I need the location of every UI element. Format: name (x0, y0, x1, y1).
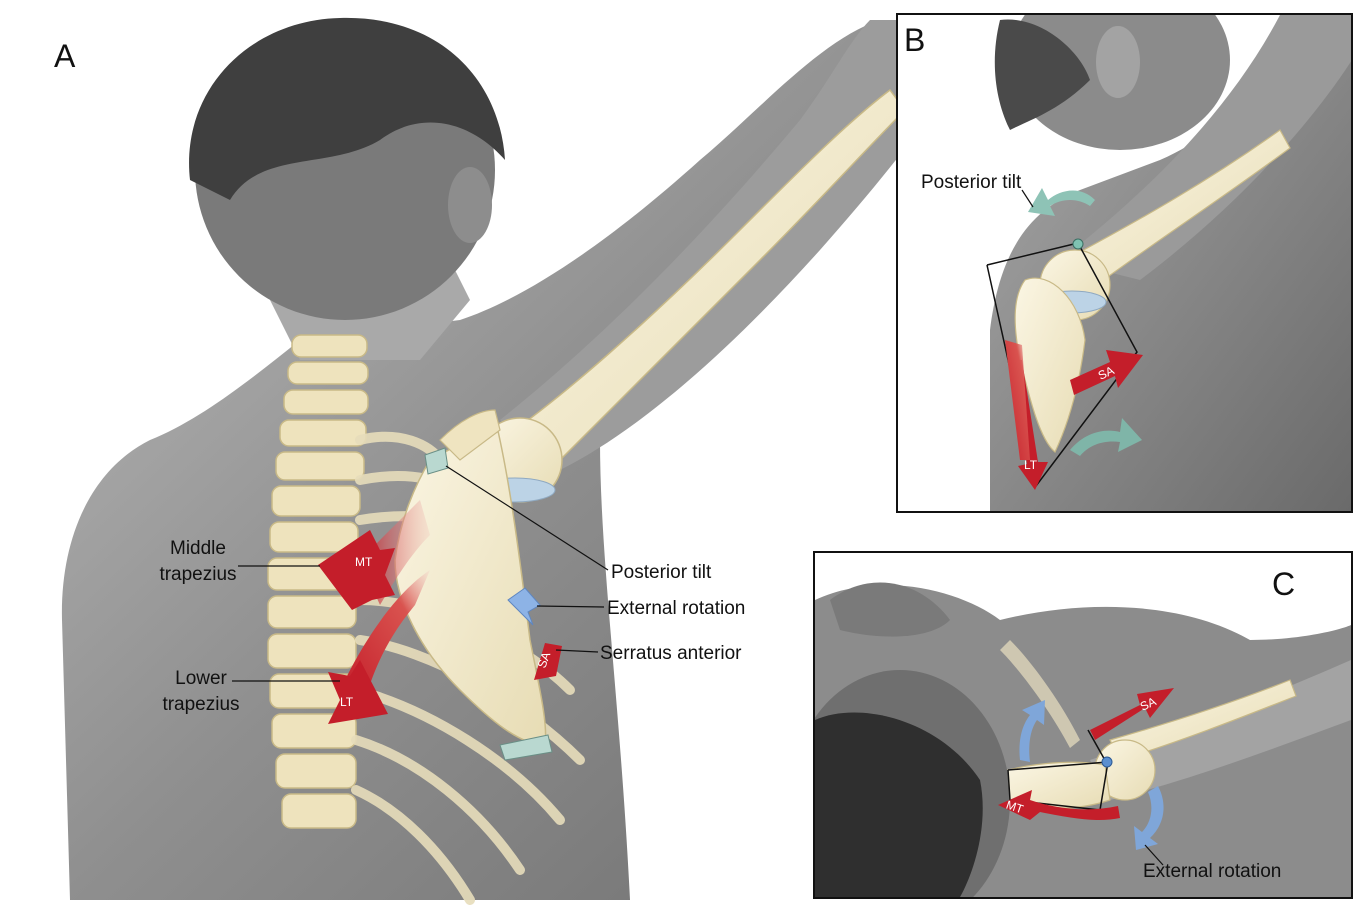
hair-b (994, 19, 1090, 131)
sa-arrow-b (1070, 350, 1143, 395)
panel-b-letter: B (904, 22, 926, 58)
panel-b (896, 13, 1353, 513)
scapula-b (1014, 277, 1086, 453)
humerus-c (1109, 679, 1297, 761)
tag-lt-b: LT (1024, 458, 1038, 472)
lt-shaft-b (1005, 340, 1030, 460)
lower-trapezius-muscle (345, 570, 430, 700)
acromion (439, 409, 501, 461)
mt-arrow (318, 530, 395, 610)
panel-c-letter: C (1272, 566, 1296, 602)
label-c-external-rotation: External rotation (1143, 861, 1282, 882)
tilt-marker-bottom (499, 734, 553, 761)
label-b-posterior-tilt: Posterior tilt (921, 172, 1022, 193)
tilt-arrow-b (1028, 188, 1095, 216)
rotation-arrow-c-top (1019, 700, 1045, 762)
label-middle-trapezius: Middle trapezius (159, 538, 237, 585)
ear-b (1096, 26, 1140, 98)
panel-a (61, 17, 990, 905)
panel-c (813, 551, 1353, 899)
label-lower-trapezius: Lower trapezius (162, 668, 240, 715)
mt-arrow-c (998, 790, 1120, 820)
face-c (830, 582, 950, 637)
pivot-c (1101, 756, 1113, 768)
rotation-arrow-b (1070, 418, 1142, 456)
sa-arrow (534, 643, 562, 680)
arm-b (1060, 15, 1351, 280)
tag-lt: LT (340, 695, 354, 709)
ear (448, 167, 492, 243)
leader-c (1144, 844, 1164, 866)
label-external-rotation: External rotation (607, 598, 746, 619)
external-rotation-arrow (507, 587, 541, 626)
sa-arrow-c (1090, 688, 1174, 740)
label-posterior-tilt: Posterior tilt (611, 562, 712, 583)
lt-arrow (328, 660, 388, 724)
rotation-arrow-c-bottom (1134, 786, 1164, 850)
tilt-marker-top (424, 447, 449, 475)
leader-b (1021, 189, 1034, 208)
label-serratus-anterior: Serratus anterior (600, 643, 742, 664)
frame-c-vert (1087, 729, 1107, 763)
humerus-b (1064, 129, 1291, 291)
leader-lines (232, 465, 609, 682)
clavicle-c (1000, 640, 1080, 748)
tag-mt: MT (355, 555, 373, 569)
hair (189, 17, 506, 200)
hair-c (815, 712, 983, 897)
panel-a-letter: A (54, 38, 76, 74)
pivot-b (1072, 238, 1084, 250)
